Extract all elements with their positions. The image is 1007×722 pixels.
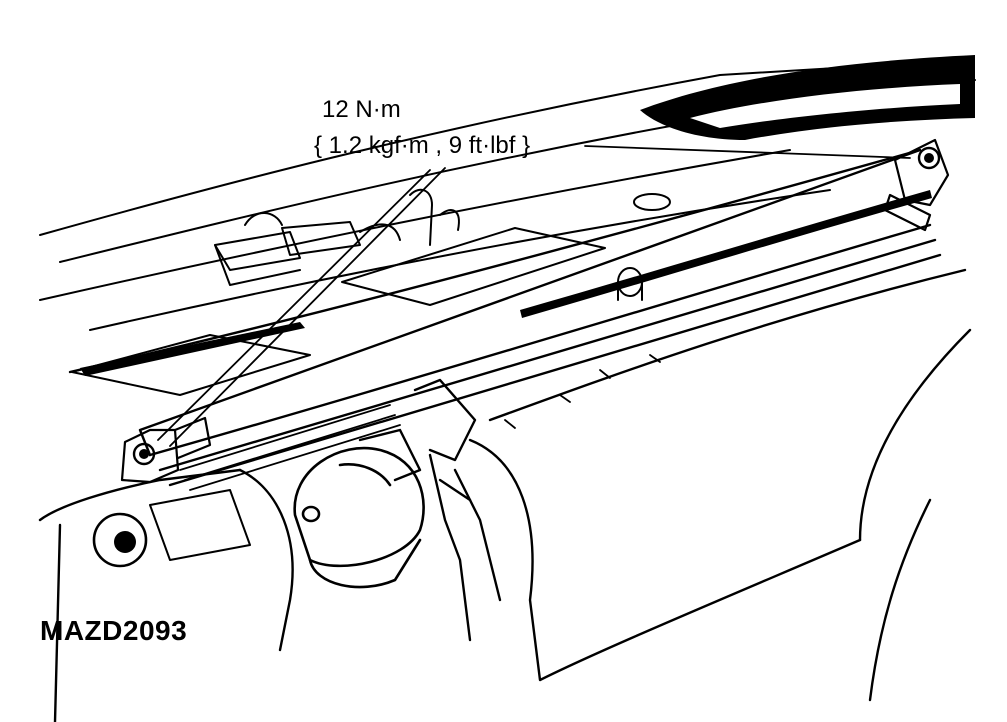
wiper-pivot-top	[214, 188, 460, 286]
right-bolt	[917, 146, 941, 170]
cowl-seal-strip-right	[520, 190, 932, 318]
washer-reservoir-cap	[293, 446, 425, 589]
hood-hole	[633, 193, 671, 211]
figure-code: MAZD2093	[40, 615, 188, 646]
cowl-grille-panel	[68, 148, 942, 487]
right-bracket	[883, 138, 950, 232]
lower-cowl-plate	[149, 489, 251, 561]
cowl-pad-left	[71, 334, 311, 396]
cowl-seal-strip	[80, 322, 305, 376]
left-bolt	[132, 442, 156, 466]
left-grommet	[92, 512, 148, 568]
cowl-pad-center	[341, 227, 606, 306]
fender-body	[38, 268, 972, 722]
right-ribbing	[504, 354, 661, 429]
leader-lines	[157, 145, 911, 447]
torque-value-nm: 12 N·m	[322, 96, 401, 123]
torque-value-conversions: { 1.2 kgf·m , 9 ft·lbf }	[314, 132, 531, 159]
left-bracket	[120, 416, 212, 484]
lower-grille-slots	[179, 404, 401, 491]
wiper-linkage	[358, 378, 502, 642]
roof-highlight	[690, 84, 960, 128]
cowl-clip	[617, 267, 643, 301]
